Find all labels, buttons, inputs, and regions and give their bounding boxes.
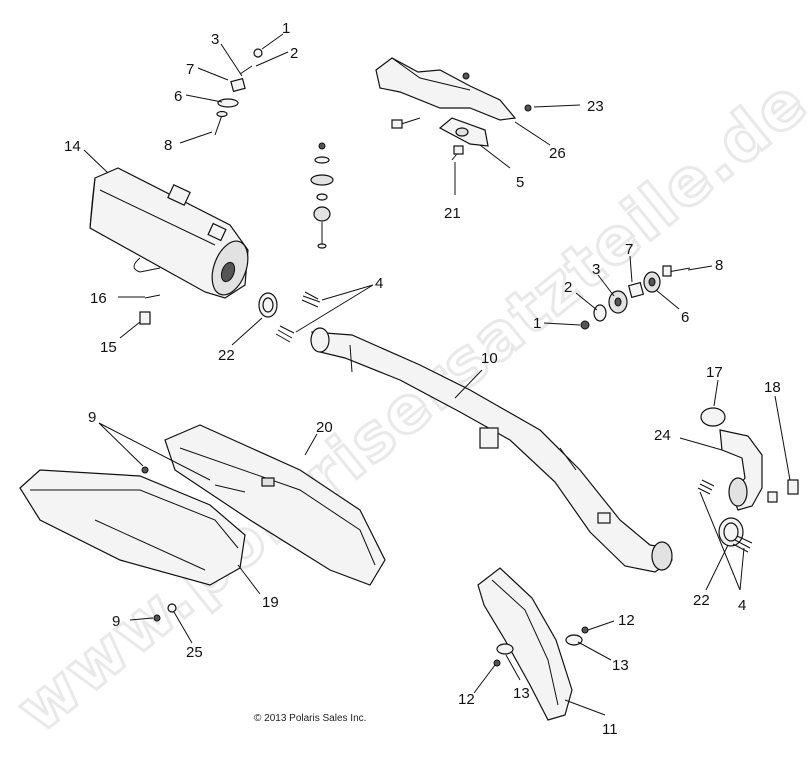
callout-7-right: 7	[625, 241, 633, 258]
heat-shield-part-11	[477, 567, 589, 721]
callout-4-right: 4	[738, 597, 746, 614]
heat-shield-part-20	[164, 424, 386, 586]
bracket-part-26	[375, 57, 517, 129]
callout-21: 21	[444, 205, 461, 222]
callout-1: 1	[282, 20, 290, 37]
fastener-stack-top-left	[214, 48, 263, 136]
callout-17: 17	[706, 364, 723, 381]
muffler-part-14	[89, 167, 249, 299]
callout-7: 7	[186, 61, 194, 78]
callout-20: 20	[316, 419, 333, 436]
callout-1-right: 1	[533, 315, 541, 332]
callout-4-left: 4	[375, 275, 383, 292]
callout-3: 3	[211, 31, 219, 48]
copyright-text: © 2013 Polaris Sales Inc.	[254, 713, 366, 724]
leader-lines	[83, 33, 791, 716]
callout-6: 6	[174, 88, 182, 105]
callout-22-right: 22	[693, 592, 710, 609]
callout-11: 11	[602, 721, 618, 738]
rubber-mount-stack	[310, 142, 334, 249]
callout-22-left: 22	[218, 347, 235, 364]
callout-8-right: 8	[715, 257, 723, 274]
callout-23: 23	[587, 98, 604, 115]
outlet-pipe-part-24	[697, 407, 799, 553]
heat-shield-part-19	[19, 466, 246, 586]
callout-16: 16	[90, 290, 107, 307]
callout-8: 8	[164, 137, 172, 154]
fasteners-9-25	[153, 603, 177, 622]
callout-12-right: 12	[618, 612, 635, 629]
callout-3-right: 3	[592, 261, 600, 278]
callout-15: 15	[100, 339, 117, 356]
callout-5: 5	[516, 174, 524, 191]
callout-14: 14	[64, 138, 81, 155]
callout-2-right: 2	[564, 279, 572, 296]
callout-24: 24	[654, 427, 671, 444]
callout-6-right: 6	[681, 309, 689, 326]
fastener-stack-right	[580, 265, 691, 330]
callout-12-left: 12	[458, 691, 475, 708]
callout-13-left: 13	[513, 685, 530, 702]
callout-25: 25	[186, 644, 203, 661]
callout-9-top: 9	[88, 409, 96, 426]
watermark-text: www.polarisersatzteile.de	[3, 65, 810, 747]
callout-9-bottom: 9	[112, 613, 120, 630]
header-pipe-part-10	[310, 327, 673, 573]
callout-10: 10	[481, 350, 498, 367]
callout-13-right: 13	[612, 657, 629, 674]
callout-19: 19	[262, 594, 279, 611]
callout-26: 26	[549, 145, 566, 162]
callout-18: 18	[764, 379, 781, 396]
spring-and-gasket-left	[139, 291, 321, 343]
bracket-part-5	[438, 104, 532, 161]
callout-labels: 1 2 3 7 6 8 14 16 15 22 4 23 26 5 21 7 8…	[64, 20, 781, 738]
callout-2: 2	[290, 45, 298, 62]
